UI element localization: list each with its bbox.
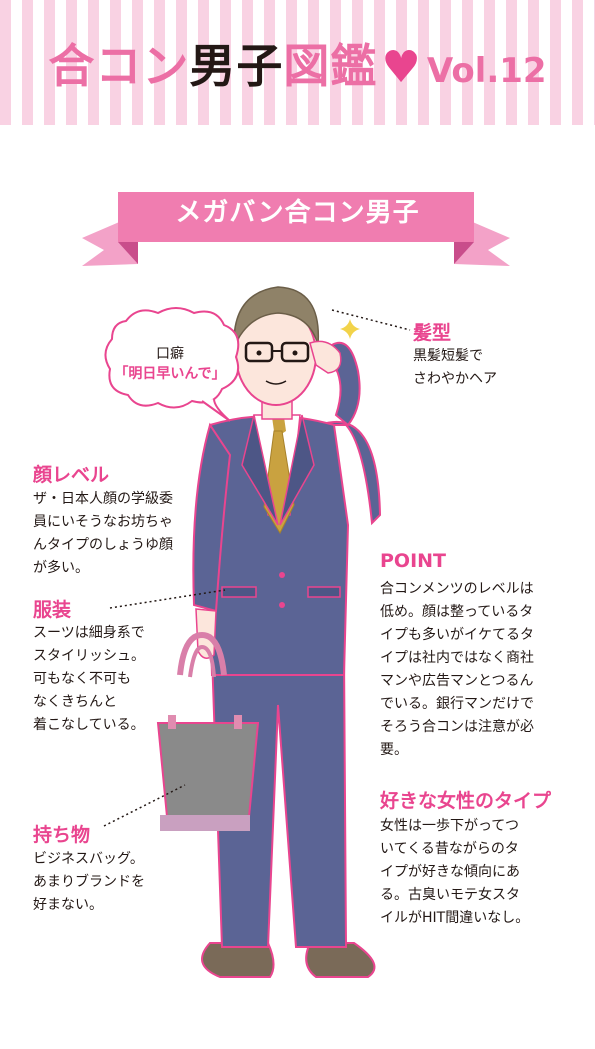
title-volume: Vol.12 <box>426 51 547 91</box>
title-part-goukon: 合コン <box>48 39 190 93</box>
face-heading: 顔レベル <box>33 464 110 486</box>
clothes-heading: 服装 <box>33 599 72 621</box>
title-part-danshi: 男子 <box>189 39 284 93</box>
clothes-description: スーツは細身系で スタイリッシュ。 可もなく不可も なくきちんと 着こなしている… <box>33 625 145 733</box>
header-stripes <box>0 0 595 125</box>
catchphrase-label: 口癖 <box>156 346 184 362</box>
speech-bubble <box>104 307 240 422</box>
favorite-type-heading: 好きな女性のタイプ <box>380 790 552 812</box>
title-part-zukan: 図鑑 <box>283 39 378 93</box>
ribbon-title: メガバン合コン男子 <box>175 198 420 228</box>
ribbon-banner <box>82 192 510 266</box>
page-title: 合コン 男子 図鑑 ♥ Vol.12 <box>0 30 595 100</box>
belongings-description: ビジネスバッグ。 あまりブランドを 好まない。 <box>33 851 145 913</box>
point-description: 合コンメンツのレベルは 低め。顔は整っているタ イプも多いがイケてるタ イプは社… <box>380 581 534 758</box>
businessman-illustration <box>156 286 382 978</box>
heart-icon: ♥ <box>381 42 421 93</box>
hair-heading: 髪型 <box>413 322 452 344</box>
sparkle-icon <box>340 319 360 339</box>
belongings-heading: 持ち物 <box>33 824 91 846</box>
catchphrase-text: 「明日早いんで」 <box>114 366 226 382</box>
hair-description: 黒髪短髪で さわやかヘア <box>413 348 497 387</box>
point-heading: POINT <box>380 550 447 572</box>
favorite-type-description: 女性は一歩下がってつ いてくる昔ながらのタ イプが好きな傾向にあ る。古臭いモテ… <box>380 818 530 926</box>
face-description: ザ・日本人顔の学級委 員にいそうなお坊ちゃ んタイプのしょうゆ顔 が多い。 <box>33 491 173 576</box>
